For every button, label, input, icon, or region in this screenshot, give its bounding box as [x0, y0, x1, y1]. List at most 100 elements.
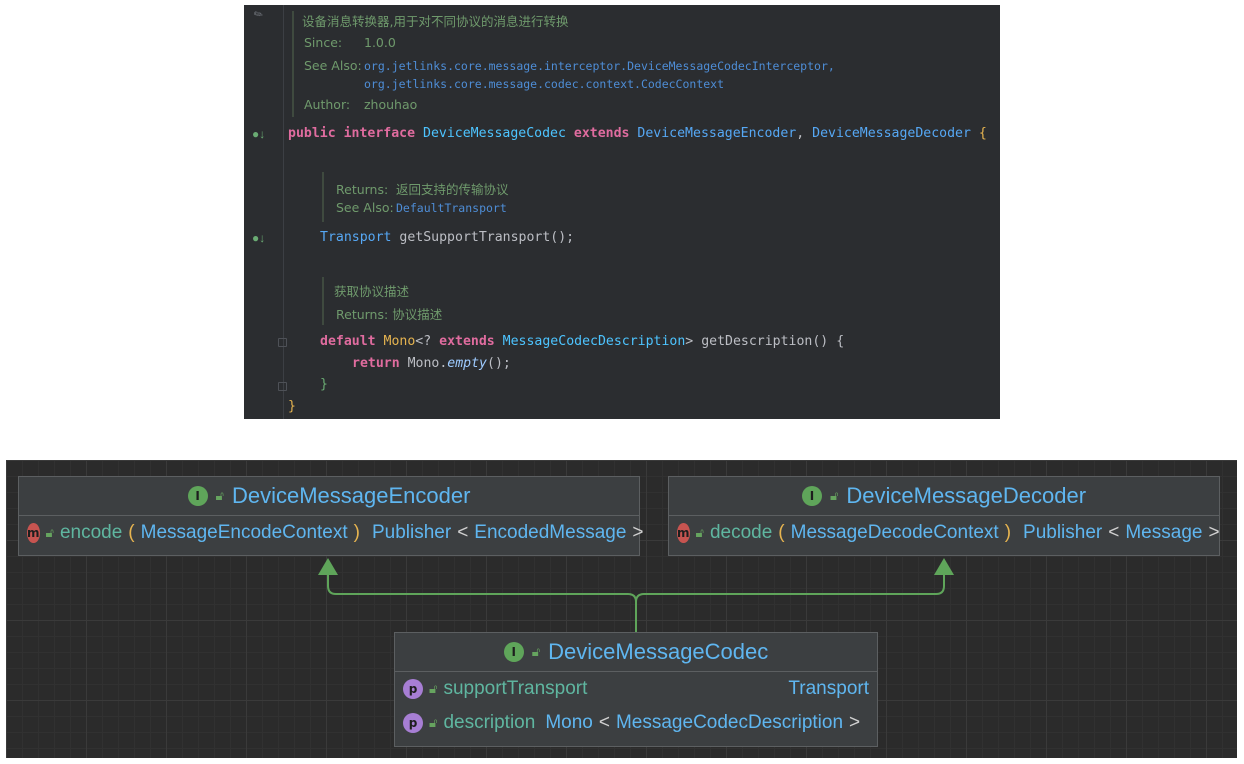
node-device-message-encoder[interactable]: I 🔓︎ DeviceMessageEncoder m 🔓︎ encode(Me… [18, 476, 644, 556]
since-value: 1.0.0 [364, 35, 396, 50]
return-generic: Message [1125, 522, 1203, 543]
doc-see-also: See Also:org.jetlinks.core.message.inter… [304, 58, 835, 73]
return-type[interactable]: Mono [383, 334, 416, 349]
returns-label: Returns: [336, 182, 389, 197]
param-type: MessageEncodeContext [140, 522, 348, 543]
brace: { [836, 334, 845, 349]
keyword-extends: extends [439, 334, 495, 349]
return-statement: return Mono.empty(); [352, 356, 511, 371]
paren: ( [778, 522, 785, 543]
public-lock-icon: 🔓︎ [531, 644, 541, 659]
see-also-link[interactable]: DefaultTransport [396, 201, 507, 215]
fold-marker[interactable] [278, 382, 287, 391]
interface-declaration: public interface DeviceMessageCodec exte… [288, 126, 987, 141]
node-header: I 🔓︎ DeviceMessageDecoder [669, 477, 1219, 516]
returns-value: 返回支持的传输协议 [396, 182, 509, 197]
method-row-encode[interactable]: m 🔓︎ encode(MessageEncodeContext) Publis… [19, 516, 644, 550]
param-type: MessageDecodeContext [790, 522, 999, 543]
see-also-link[interactable]: org.jetlinks.core.message.interceptor.De… [364, 59, 835, 73]
parent-type[interactable]: DeviceMessageEncoder [637, 126, 797, 141]
public-lock-icon: 🔓︎ [829, 488, 839, 503]
property-type: Mono [545, 712, 593, 733]
method-name: decode [709, 522, 773, 543]
generic-close: > [685, 334, 694, 349]
since-label: Since: [304, 35, 343, 50]
author-value: zhouhao [364, 97, 418, 112]
generic-type[interactable]: MessageCodecDescription [502, 334, 686, 349]
doc-bar [322, 277, 324, 325]
property-name: description [443, 712, 536, 733]
fold-marker[interactable] [278, 338, 287, 347]
method-icon: m [677, 523, 690, 543]
brace: { [978, 126, 987, 141]
returns-value: 协议描述 [392, 307, 443, 322]
method-signature: getSupportTransport(); [399, 230, 575, 245]
see-also-link[interactable]: org.jetlinks.core.message.codec.context.… [364, 77, 725, 91]
public-lock-icon: 🔓︎ [215, 488, 224, 503]
node-device-message-codec[interactable]: I 🔓︎ DeviceMessageCodec p 🔓︎ supportTran… [394, 632, 878, 747]
property-icon: p [403, 679, 423, 699]
method-row-decode[interactable]: m 🔓︎ decode(MessageDecodeContext) Publis… [669, 516, 1220, 550]
return-generic: EncodedMessage [474, 522, 627, 543]
interface-icon: I [801, 486, 822, 506]
angle: < [1108, 522, 1120, 543]
angle: > [1208, 522, 1220, 543]
method-call: empty [447, 356, 487, 371]
edit-doc-icon[interactable]: ✎ [251, 7, 266, 23]
property-row-description[interactable]: p 🔓︎ description Mono<MessageCodecDescri… [395, 706, 877, 740]
inheritance-edges [318, 558, 954, 632]
keyword-default: default [320, 334, 376, 349]
keyword-return: return [352, 356, 400, 371]
see-also-label: See Also: [304, 58, 362, 73]
node-title[interactable]: DeviceMessageEncoder [231, 483, 471, 508]
public-lock-icon: 🔓︎ [45, 525, 54, 540]
property-icon: p [403, 713, 423, 733]
doc-returns: Returns: 返回支持的传输协议 [336, 179, 509, 198]
property-row-support-transport[interactable]: p 🔓︎ supportTransport Transport [395, 672, 877, 706]
doc-summary: 获取协议描述 [334, 284, 410, 299]
doc-since: Since: 1.0.0 [304, 35, 396, 50]
comma: , [796, 126, 805, 141]
doc-author: Author: zhouhao [304, 97, 417, 112]
method-name: encode [59, 522, 123, 543]
implemented-gutter-icon[interactable]: ●↓ [252, 231, 266, 245]
property-type: Transport [788, 678, 869, 699]
method-get-description: default Mono<? extends MessageCodecDescr… [320, 334, 844, 349]
paren: ) [353, 522, 360, 543]
parent-type[interactable]: DeviceMessageDecoder [812, 126, 971, 141]
method-name: getDescription() [701, 334, 829, 349]
method-get-support-transport: Transport getSupportTransport(); [320, 230, 574, 245]
author-label: Author: [304, 97, 351, 112]
node-header: I 🔓︎ DeviceMessageEncoder [19, 477, 639, 516]
closing-brace: } [288, 399, 296, 414]
method-icon: m [27, 523, 40, 543]
interface-name[interactable]: DeviceMessageCodec [423, 126, 566, 141]
node-title[interactable]: DeviceMessageCodec [548, 639, 769, 664]
doc-see-also-2: org.jetlinks.core.message.codec.context.… [364, 76, 724, 91]
gutter-divider [283, 5, 284, 419]
angle: > [632, 522, 644, 543]
edge-to-encoder [327, 574, 637, 632]
doc-summary: 设备消息转换器,用于对不同协议的消息进行转换 [302, 14, 569, 29]
doc-see-also: See Also:DefaultTransport [336, 200, 507, 215]
public-lock-icon: 🔓︎ [695, 525, 704, 540]
node-device-message-decoder[interactable]: I 🔓︎ DeviceMessageDecoder m 🔓︎ decode(Me… [668, 476, 1220, 556]
uml-diagram[interactable]: I 🔓︎ DeviceMessageEncoder m 🔓︎ encode(Me… [6, 460, 1237, 758]
see-also-label: See Also: [336, 200, 394, 215]
returns-label: Returns: [336, 307, 389, 322]
keyword-extends: extends [573, 126, 630, 141]
node-title[interactable]: DeviceMessageDecoder [846, 483, 1087, 508]
keyword-public: public [288, 126, 336, 141]
code-editor[interactable]: ✎ 设备消息转换器,用于对不同协议的消息进行转换 Since: 1.0.0 See… [244, 5, 1000, 419]
implemented-gutter-icon[interactable]: ●↓ [252, 127, 266, 141]
doc-returns: Returns: 协议描述 [336, 304, 442, 323]
return-type: Publisher [1023, 522, 1103, 543]
return-type[interactable]: Transport [320, 230, 392, 245]
edge-to-decoder [635, 574, 945, 632]
paren: ( [128, 522, 135, 543]
doc-bar [292, 11, 294, 117]
return-type: Publisher [371, 522, 452, 543]
arrowhead-decoder [934, 558, 954, 575]
angle: < [457, 522, 469, 543]
node-header: I 🔓︎ DeviceMessageCodec [395, 633, 877, 672]
